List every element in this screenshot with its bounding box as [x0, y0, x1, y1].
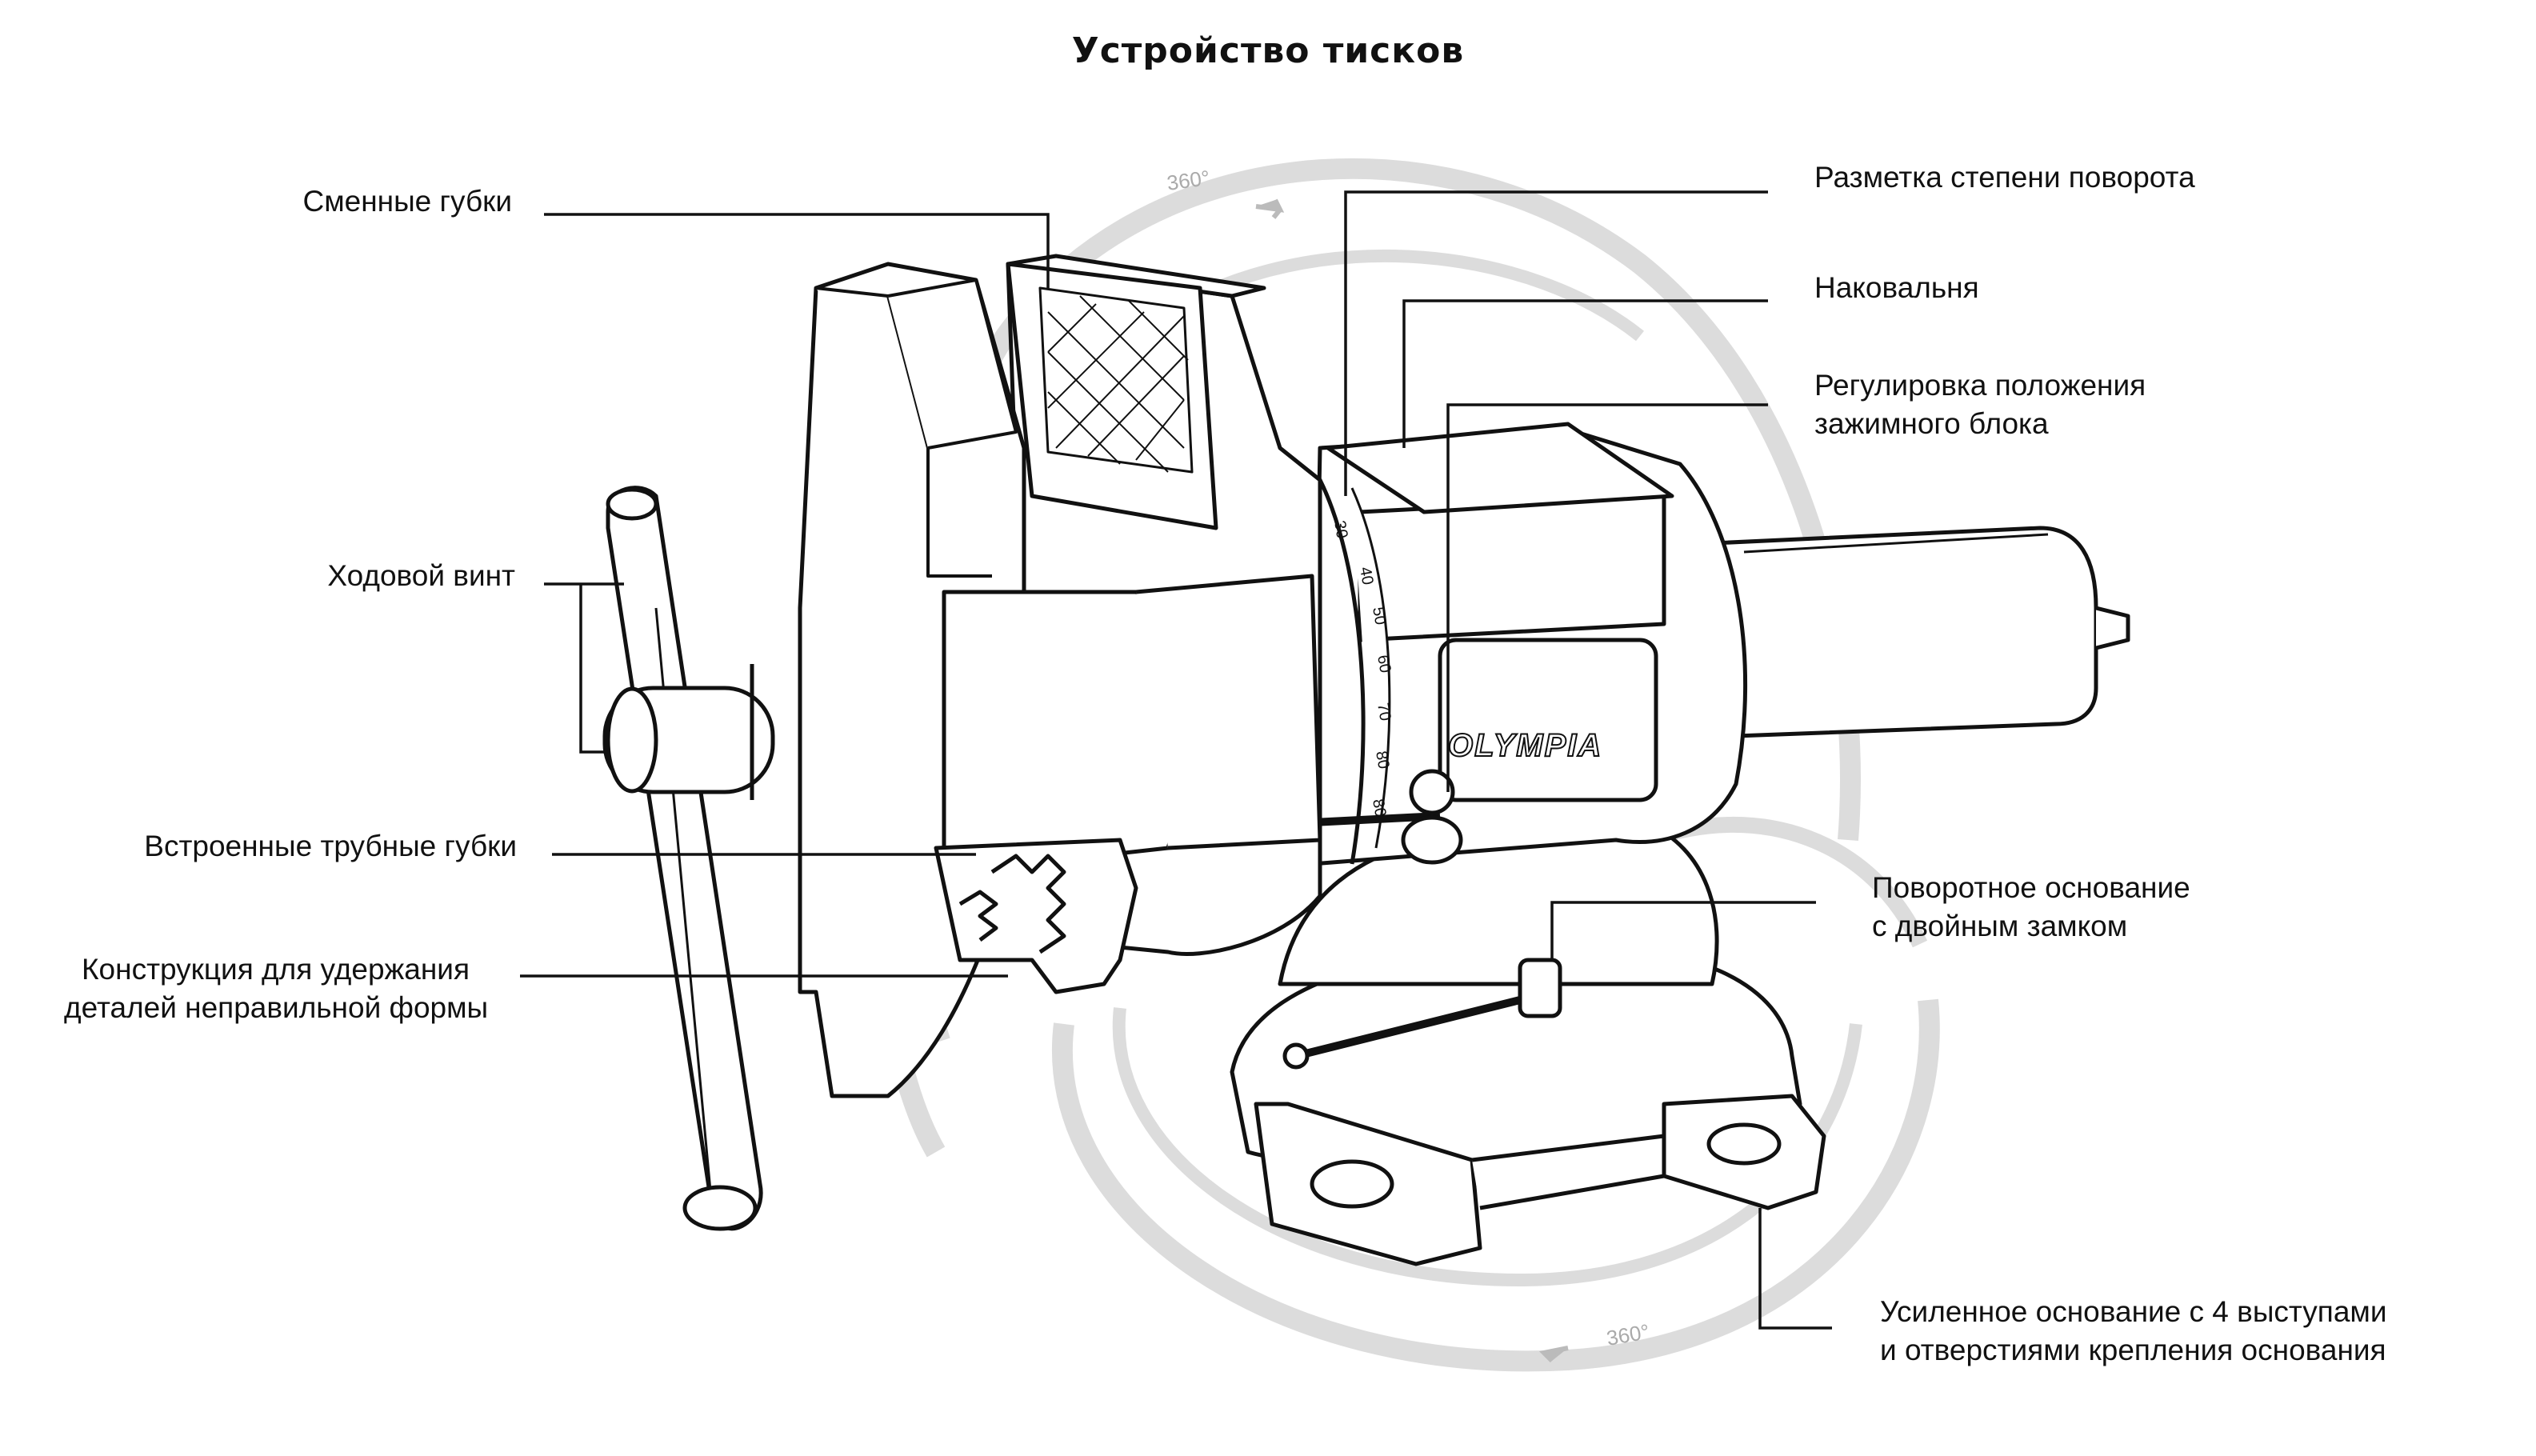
svg-text:80: 80 [1369, 798, 1390, 818]
svg-text:30: 30 [1330, 519, 1351, 540]
arrow-right-icon [1255, 198, 1285, 219]
label-irregular-line2: деталей неправильной формы [64, 991, 489, 1024]
rotation-badge-top: 360° [1166, 166, 1211, 195]
leader-rotation-marking [1344, 190, 1768, 496]
arrow-left-icon [1538, 1346, 1569, 1363]
leader-lead-screw [544, 582, 624, 754]
svg-text:80: 80 [1372, 750, 1393, 770]
leader-clamp-adjust [1446, 403, 1768, 792]
label-irregular-line1: Конструкция для удержания [82, 953, 470, 986]
label-irregular-parts: Конструкция для удержания деталей неправ… [64, 950, 544, 1027]
degree-scale: 30 40 50 60 70 80 80 [1330, 519, 1394, 818]
svg-text:70: 70 [1374, 702, 1394, 722]
label-swivel-base-line2: с двойным замком [1872, 910, 2128, 942]
leader-reinforced-base [1758, 1208, 1832, 1330]
label-rotation-marking: Разметка степени поворота [1814, 161, 2195, 194]
page-title: Устройство тисков [1071, 30, 1465, 71]
brand-logo: OLYMPIA [1448, 728, 1602, 763]
leader-replaceable-jaws [544, 213, 1050, 288]
svg-text:60: 60 [1374, 654, 1394, 674]
label-clamp-adjust-line2: зажимного блока [1814, 407, 2049, 440]
label-swivel-base-line1: Поворотное основание [1872, 871, 2190, 904]
label-clamp-adjust-line1: Регулировка положения [1814, 369, 2146, 402]
label-reinforced-base: Усиленное основание с 4 выступами и отве… [1880, 1293, 2387, 1370]
label-anvil: Наковальня [1814, 271, 1979, 304]
label-reinforced-base-line2: и отверстиями крепления основания [1880, 1334, 2386, 1366]
leader-swivel-base [1550, 901, 1816, 960]
vise-outline [602, 254, 2130, 1266]
svg-text:50: 50 [1369, 606, 1390, 626]
label-reinforced-base-line1: Усиленное основание с 4 выступами [1880, 1295, 2387, 1328]
callout-lines [520, 190, 1832, 1330]
label-clamp-adjust: Регулировка положения зажимного блока [1814, 366, 2146, 443]
label-lead-screw: Ходовой винт [327, 559, 515, 592]
leader-anvil [1402, 299, 1768, 448]
label-pipe-jaws: Встроенные трубные губки [144, 830, 517, 862]
svg-text:40: 40 [1356, 566, 1377, 586]
jaw-serration [1047, 295, 1189, 473]
label-replaceable-jaws: Сменные губки [302, 185, 512, 218]
label-swivel-base: Поворотное основание с двойным замком [1872, 869, 2190, 946]
